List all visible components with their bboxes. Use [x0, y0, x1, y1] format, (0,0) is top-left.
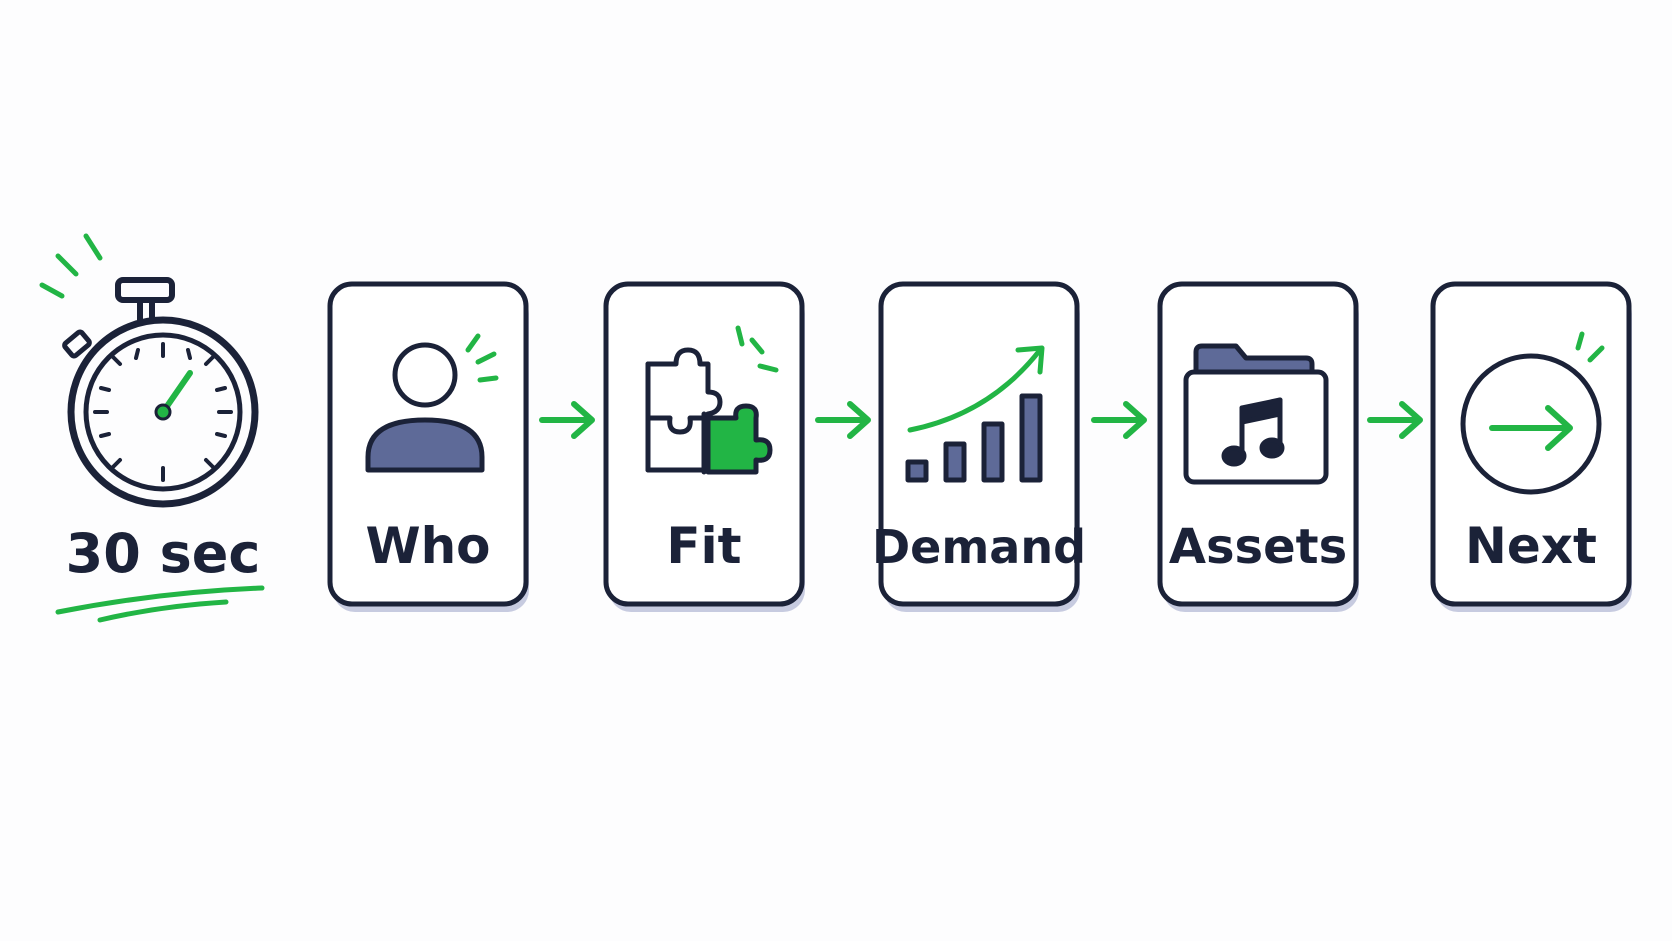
- stopwatch-icon: [39, 233, 259, 508]
- step-card-next: Next: [1430, 281, 1632, 612]
- flow-arrow-4: [1367, 401, 1423, 439]
- music-note-icon: [1221, 397, 1285, 467]
- step-label-assets: Assets: [1169, 519, 1347, 575]
- step-label-fit: Fit: [666, 517, 741, 575]
- person-icon: [365, 333, 499, 473]
- step-card-demand: Demand: [872, 281, 1086, 612]
- flow-arrow-3: [1091, 401, 1147, 439]
- music-folder-icon: [1183, 343, 1329, 485]
- flow-arrow-2: [815, 401, 871, 439]
- bar-chart-icon: [905, 393, 1043, 483]
- timer-label: 30 sec: [66, 522, 261, 585]
- step-label-who: Who: [365, 517, 490, 575]
- step-label-demand: Demand: [872, 520, 1086, 574]
- arrow-circle-icon: [1460, 331, 1605, 495]
- puzzle-icon: [645, 347, 773, 475]
- sparkle-icon: [735, 325, 779, 373]
- step-card-assets: Assets: [1157, 281, 1359, 612]
- step-card-fit: Fit: [603, 281, 805, 612]
- motion-ticks: [39, 233, 103, 299]
- timer-underline: [55, 585, 265, 623]
- step-card-who: Who: [327, 281, 529, 612]
- flow-arrow-1: [539, 401, 595, 439]
- step-label-next: Next: [1465, 517, 1597, 575]
- trend-arrow-icon: [907, 345, 1045, 433]
